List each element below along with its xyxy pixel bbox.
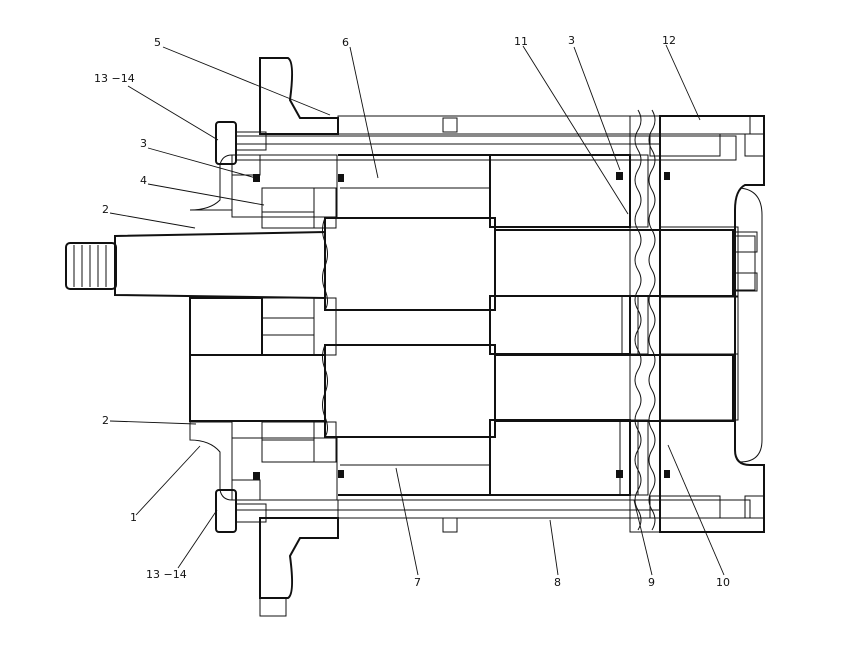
leader-lines <box>109 44 725 576</box>
callout-3-top: 3 <box>568 34 575 47</box>
front-cover <box>189 154 338 501</box>
bearing-bushings <box>261 187 639 496</box>
callout-2-bottom: 2 <box>102 414 109 427</box>
callout-4: 4 <box>140 174 147 187</box>
tie-bolts <box>215 117 765 533</box>
callout-12: 12 <box>662 34 676 47</box>
drive-shaft <box>65 229 756 300</box>
mounting-flange <box>259 57 339 617</box>
callout-3-left: 3 <box>140 137 147 150</box>
callout-7: 7 <box>414 576 421 589</box>
callout-9: 9 <box>648 576 655 589</box>
callout-13-14-bottom: 13 −14 <box>146 568 187 581</box>
pump-housing <box>337 115 751 519</box>
callout-5: 5 <box>154 36 161 49</box>
callout-6: 6 <box>342 36 349 49</box>
callout-10: 10 <box>716 576 730 589</box>
callout-11: 11 <box>514 35 528 48</box>
rear-cover <box>659 115 765 533</box>
o-ring-seals <box>253 172 670 480</box>
callout-8: 8 <box>554 576 561 589</box>
drive-gear <box>322 217 496 311</box>
callout-13-14-top: 13 −14 <box>94 72 135 85</box>
driven-gear <box>322 344 496 438</box>
callout-labels: 5 6 11 3 12 13 −14 3 4 2 2 1 13 −14 7 8 … <box>94 34 730 589</box>
callout-2-top: 2 <box>102 203 109 216</box>
callout-1: 1 <box>130 511 137 524</box>
end-plate <box>629 109 661 533</box>
